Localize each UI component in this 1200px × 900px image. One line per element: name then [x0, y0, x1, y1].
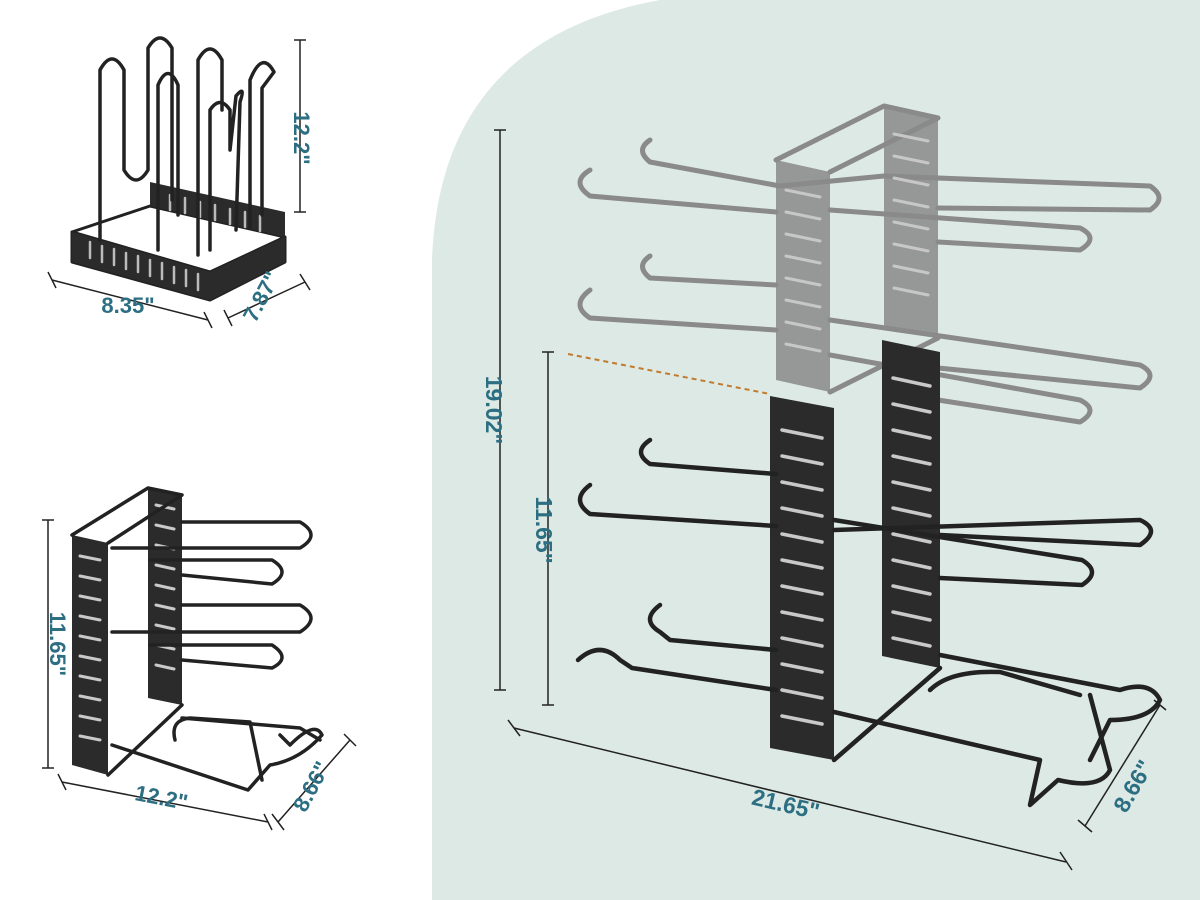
- rack-extension-section: [577, 103, 1162, 425]
- extended-rack-figure: [567, 103, 1163, 808]
- small-rack-height-label: 12.2": [289, 111, 314, 164]
- side-rack-height-label: 11.65": [45, 612, 70, 676]
- extended-base-height-label: 11.65": [531, 496, 557, 563]
- side-rack-wires: [70, 486, 324, 792]
- side-rack-width-label: 12.2": [133, 780, 190, 815]
- side-rack-back-panel: [148, 488, 182, 705]
- extension-guide-line: [567, 353, 771, 395]
- small-rack-base: [70, 182, 287, 302]
- extended-rack-dimension-lines: [494, 129, 1167, 871]
- small-rack-figure: [70, 36, 287, 302]
- side-rack-dimension-lines: [42, 519, 357, 831]
- small-rack-slots: [88, 193, 262, 292]
- small-rack-dimension-lines: [47, 39, 311, 329]
- extended-total-height-label: 19.02": [481, 376, 507, 444]
- rack-base-section: [575, 340, 1163, 808]
- small-rack-width-label: 8.35": [101, 293, 154, 318]
- small-rack-dividers: [98, 36, 276, 257]
- side-rack-figure: [70, 486, 324, 792]
- side-rack-depth-label: 8.66": [288, 757, 335, 816]
